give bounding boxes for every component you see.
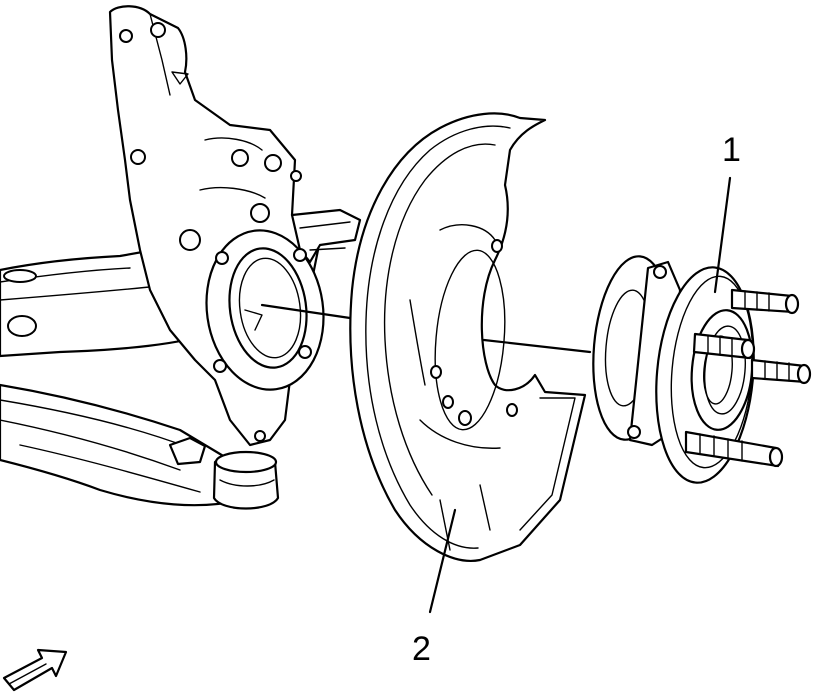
steering-knuckle xyxy=(0,5,362,510)
callout-label-brake-shield: 2 xyxy=(412,630,431,668)
view-direction-arrow-icon xyxy=(2,648,68,692)
wheel-studs xyxy=(684,288,812,468)
leader-line-1 xyxy=(713,176,732,294)
callout-label-hub-bearing: 1 xyxy=(722,131,741,169)
brake-shield xyxy=(349,112,587,562)
leader-line-2 xyxy=(428,508,457,614)
wheel-hub-bearing xyxy=(592,255,812,484)
assembly-centerlines xyxy=(260,303,592,354)
